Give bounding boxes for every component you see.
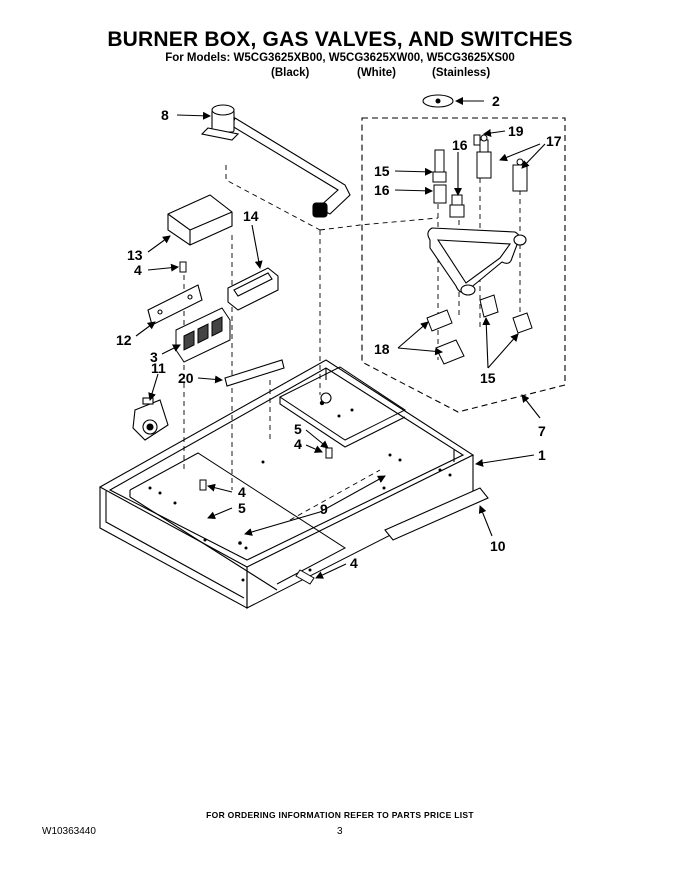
callout-16: 16: [374, 182, 390, 198]
burner-box: [98, 359, 475, 609]
callout-9: 9: [320, 501, 328, 517]
callout-4-middle: 4: [294, 436, 302, 452]
callout-20: 20: [178, 370, 194, 386]
callout-14: 14: [243, 208, 259, 224]
switches: [175, 307, 231, 363]
harness-clip: [227, 267, 279, 311]
callout-17: 17: [546, 133, 562, 149]
callout-numbers: 8 2 19 17 15 16 16 14 13 4 12 3 11 20 18…: [116, 93, 562, 571]
variant-black: (Black): [271, 67, 310, 79]
callout-10: 10: [490, 538, 506, 554]
callout-11: 11: [151, 360, 166, 376]
variant-white: (White): [357, 67, 396, 79]
valve-brackets: [426, 294, 533, 365]
callout-12: 12: [116, 332, 132, 348]
callout-18: 18: [374, 341, 390, 357]
gas-valves: [432, 134, 528, 218]
gas-valve-frame: [361, 117, 566, 413]
callout-leaders: [135, 97, 546, 579]
gasket-strip: [224, 359, 285, 387]
page-title: BURNER BOX, GAS VALVES, AND SWITCHES: [107, 28, 573, 51]
model-list: For Models: W5CG3625XB00, W5CG3625XW00, …: [165, 52, 515, 64]
variant-stainless: (Stainless): [432, 67, 491, 79]
callout-8: 8: [161, 107, 169, 123]
trim-strip: [384, 487, 489, 541]
document-number: W10363440: [42, 826, 96, 837]
callout-4-upper: 4: [134, 262, 142, 278]
callout-1: 1: [538, 447, 546, 463]
callout-5-upper: 5: [294, 421, 302, 437]
callout-4-lower: 4: [238, 484, 246, 500]
regulator-pipe: [200, 104, 351, 218]
page-number: 3: [337, 826, 343, 837]
switch-bracket: [147, 284, 203, 326]
manifold-pipe: [427, 227, 527, 296]
callout-7: 7: [538, 423, 546, 439]
callout-3: 3: [150, 349, 158, 365]
spark-module: [132, 397, 169, 441]
callout-4-bottom: 4: [350, 555, 358, 571]
callout-13: 13: [127, 247, 143, 263]
callout-15-bottom: 15: [480, 370, 496, 386]
switch-cover: [167, 194, 233, 246]
callout-2: 2: [492, 93, 500, 109]
callout-16-top: 16: [452, 137, 468, 153]
screws: [179, 134, 481, 585]
ordering-note: FOR ORDERING INFORMATION REFER TO PARTS …: [206, 810, 474, 820]
callout-19: 19: [508, 123, 524, 139]
callout-5-lower: 5: [238, 500, 246, 516]
callout-15-top: 15: [374, 163, 390, 179]
